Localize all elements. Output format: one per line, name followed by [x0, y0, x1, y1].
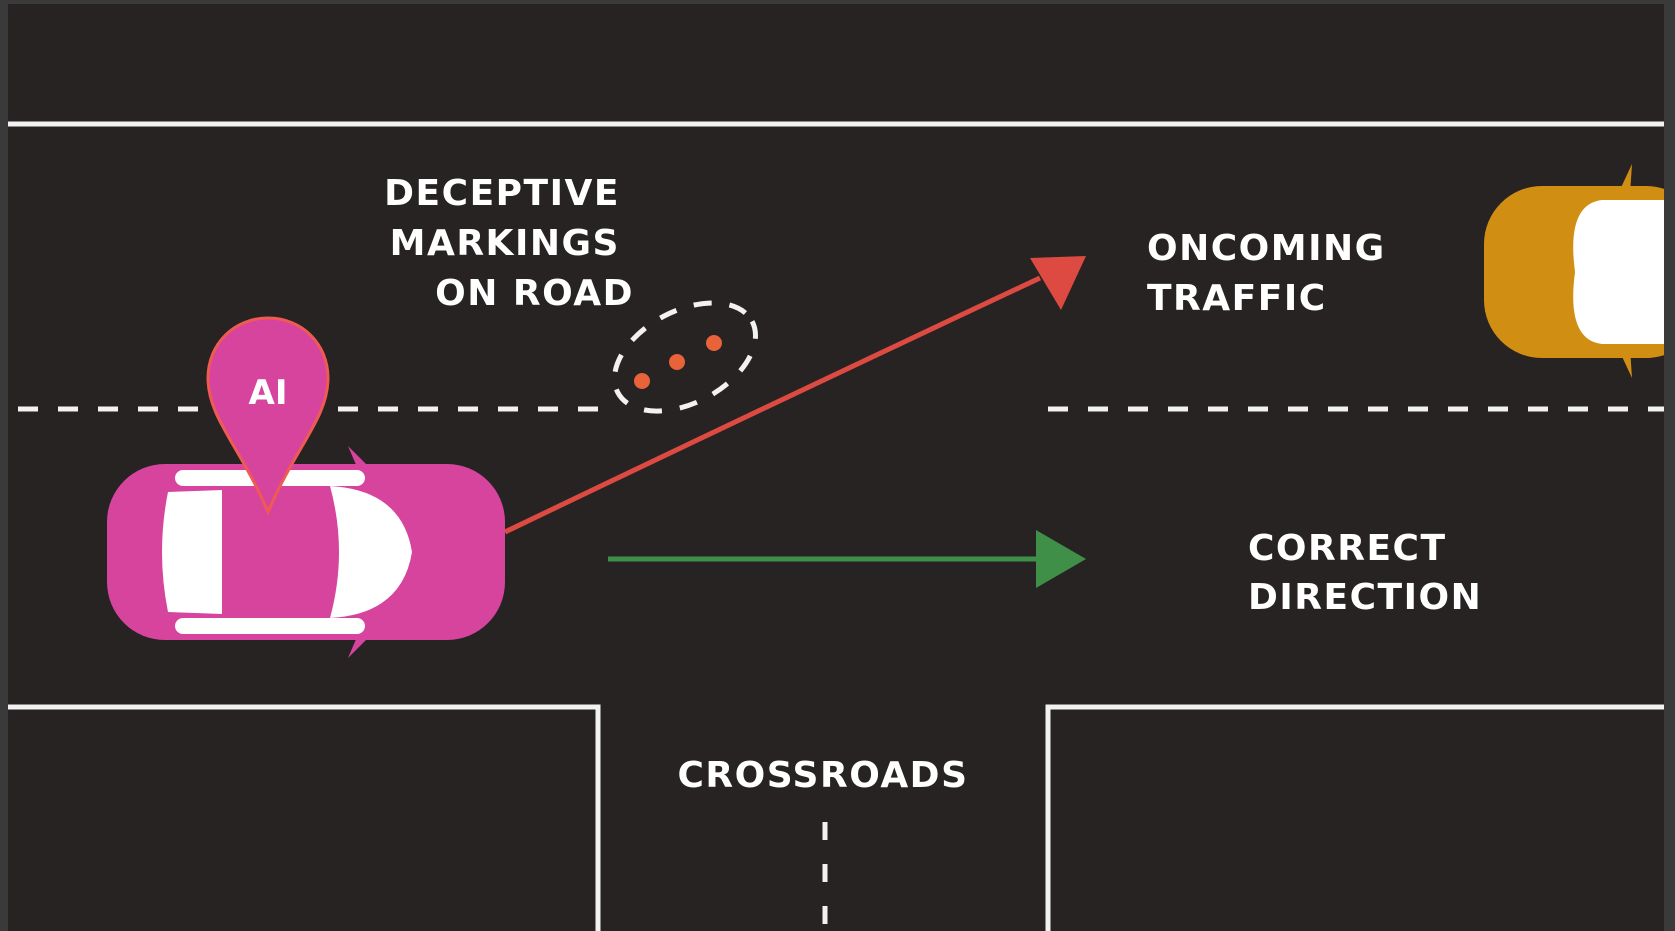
label-correct-line-2: DIRECTION — [1248, 577, 1482, 618]
label-correct-line-1: CORRECT — [1248, 528, 1447, 569]
marking-dot — [706, 335, 722, 351]
label-oncoming-line-2: TRAFFIC — [1147, 278, 1327, 319]
ai-pin-label: AI — [249, 373, 288, 413]
ai-car-icon — [107, 446, 505, 658]
oncoming-car-icon — [1484, 164, 1675, 378]
marking-dot — [634, 373, 650, 389]
label-deceptive-line-3: ON ROAD — [435, 273, 634, 314]
marking-dot — [669, 354, 685, 370]
label-deceptive-line-2: MARKINGS — [390, 223, 620, 264]
label-deceptive-line-1: DECEPTIVE — [384, 173, 620, 214]
label-oncoming-line-1: ONCOMING — [1147, 228, 1386, 269]
label-crossroads: CROSSROADS — [677, 755, 968, 796]
